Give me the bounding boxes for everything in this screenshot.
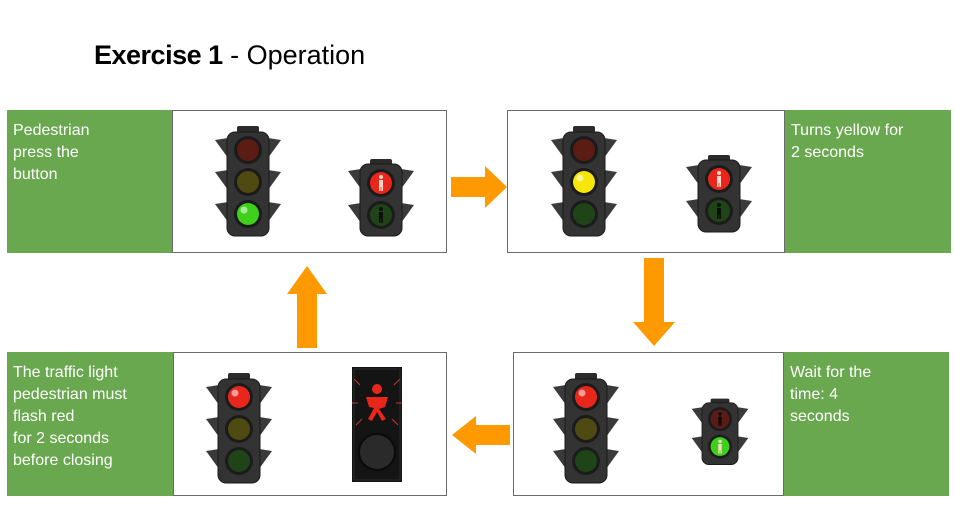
arrow-left-icon xyxy=(452,416,510,454)
step-3-label: Wait for the time: 4 seconds xyxy=(784,352,949,496)
step-1-label: Pedestrian press the button xyxy=(7,110,172,253)
arrow-right-icon xyxy=(451,166,507,208)
vehicle-traffic-light-icon xyxy=(553,373,619,484)
vehicle-traffic-light-icon xyxy=(206,373,272,484)
arrow-down-icon xyxy=(633,258,675,346)
page-title: Exercise 1 - Operation xyxy=(94,40,365,71)
arrow-up-icon xyxy=(287,266,327,348)
pedestrian-traffic-light-icon xyxy=(691,398,749,465)
title-rest: - Operation xyxy=(222,40,366,70)
title-bold: Exercise 1 xyxy=(94,40,223,70)
step-4-panel xyxy=(173,352,447,496)
step-2-label: Turns yellow for 2 seconds xyxy=(785,110,951,253)
step-1-panel xyxy=(172,110,447,253)
step-2-panel xyxy=(507,110,785,253)
vehicle-traffic-light-icon xyxy=(551,126,617,237)
step-3-panel xyxy=(513,352,784,496)
pedestrian-traffic-light-icon xyxy=(348,159,414,237)
pedestrian-signal-box-icon xyxy=(352,367,402,482)
pedestrian-traffic-light-icon xyxy=(686,155,752,233)
vehicle-traffic-light-icon xyxy=(215,126,281,237)
step-4-label: The traffic light pedestrian must flash … xyxy=(7,352,173,496)
